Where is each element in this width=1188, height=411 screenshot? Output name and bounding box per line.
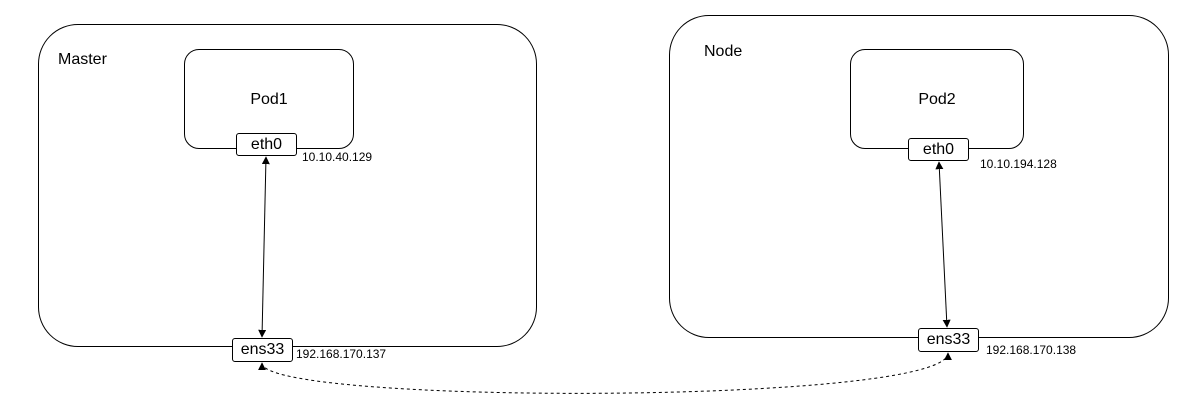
- node-internal-link: [935, 161, 951, 328]
- node-ens33-interface[interactable]: ens33: [918, 328, 979, 352]
- node-host-label: Node: [704, 43, 743, 60]
- master-internal-link: [258, 156, 270, 338]
- pod2-eth0-interface[interactable]: eth0: [908, 138, 969, 161]
- pod1-eth0-interface[interactable]: eth0: [236, 133, 297, 156]
- pod2-ip-label: 10.10.194.128: [980, 157, 1057, 171]
- inter-host-link: [258, 352, 952, 394]
- node-ip-label: 192.168.170.138: [986, 343, 1077, 357]
- pod2-label: Pod2: [918, 91, 956, 108]
- pod1-label: Pod1: [250, 91, 288, 108]
- master-host-label: Master: [58, 51, 107, 68]
- pod1-ip-label: 10.10.40.129: [302, 150, 373, 164]
